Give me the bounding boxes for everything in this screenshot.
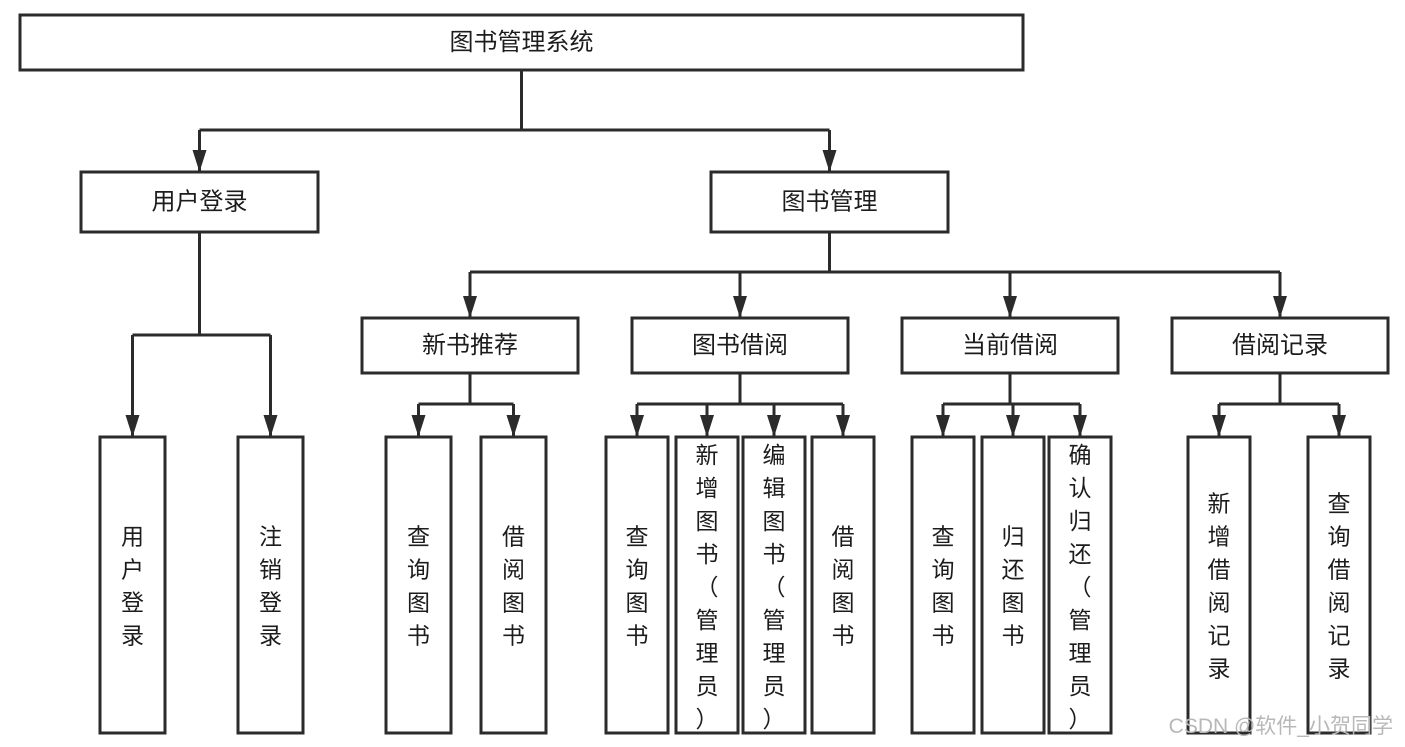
node-leaf-logout-login[interactable]: 注销登录 (236, 435, 305, 735)
arrow-head-leaf-add-record (1212, 415, 1226, 437)
arrow-head-leaf-edit-book (767, 415, 781, 437)
node-box-leaf-add-book[interactable] (674, 435, 740, 735)
arrow-head-leaf-query-book-1 (411, 415, 426, 437)
watermark-label: CSDN @软件_小贺同学 (1169, 715, 1393, 738)
node-label-borrow-record: 借阅记录 (1232, 332, 1328, 359)
arrow-head-current-borrow (1003, 296, 1017, 318)
arrow-head-leaf-query-book-3 (936, 415, 950, 437)
node-label-leaf-add-record: 新增借阅记录 (1208, 491, 1231, 682)
node-current-borrow[interactable]: 当前借阅 (900, 316, 1120, 375)
node-box-leaf-query-book-2[interactable] (604, 435, 670, 735)
node-leaf-borrow-book-2[interactable]: 借阅图书 (810, 435, 876, 735)
node-root[interactable]: 图书管理系统 (18, 13, 1025, 72)
node-label-leaf-query-book-2: 查询图书 (626, 524, 649, 649)
node-leaf-return-book[interactable]: 归还图书 (980, 435, 1046, 735)
arrow-head-book-borrow (733, 296, 747, 318)
node-box-leaf-borrow-book-1[interactable] (479, 435, 548, 735)
node-box-new-book-recommend[interactable] (360, 316, 580, 375)
node-box-leaf-return-book[interactable] (980, 435, 1046, 735)
node-leaf-add-record[interactable]: 新增借阅记录 (1186, 435, 1252, 735)
node-label-leaf-edit-book: 编辑图书（管理员） (763, 442, 786, 732)
node-leaf-edit-book[interactable]: 编辑图书（管理员） (741, 435, 807, 735)
node-box-borrow-record[interactable] (1170, 316, 1390, 375)
arrow-head-user-login (192, 150, 207, 172)
node-leaf-query-record[interactable]: 查询借阅记录 (1306, 435, 1372, 735)
node-label-leaf-confirm-return: 确认归还（管理员） (1069, 442, 1092, 732)
node-label-leaf-query-book-1: 查询图书 (407, 524, 430, 649)
arrow-head-book-manage (822, 150, 837, 172)
node-label-leaf-borrow-book-1: 借阅图书 (502, 524, 525, 649)
node-book-borrow[interactable]: 图书借阅 (630, 316, 850, 375)
node-layer: 图书管理系统用户登录图书管理新书推荐图书借阅当前借阅借阅记录用户登录注销登录查询… (18, 13, 1390, 735)
arrow-head-leaf-logout-login (263, 415, 278, 437)
node-label-book-manage: 图书管理 (782, 188, 878, 215)
node-label-leaf-add-book: 新增图书（管理员） (696, 442, 719, 732)
node-label-leaf-borrow-book-2: 借阅图书 (832, 524, 855, 649)
arrow-head-borrow-record (1273, 296, 1287, 318)
node-label-book-borrow: 图书借阅 (692, 332, 788, 359)
arrow-head-leaf-borrow-book-1 (506, 415, 521, 437)
arrow-head-leaf-user-login (125, 415, 140, 437)
arrow-head-new-book-recommend (463, 296, 477, 318)
node-leaf-borrow-book-1[interactable]: 借阅图书 (479, 435, 548, 735)
node-leaf-query-book-3[interactable]: 查询图书 (910, 435, 976, 735)
node-box-leaf-add-record[interactable] (1186, 435, 1252, 735)
arrow-head-leaf-add-book (700, 415, 714, 437)
arrow-head-leaf-borrow-book-2 (836, 415, 850, 437)
node-box-leaf-query-record[interactable] (1306, 435, 1372, 735)
node-label-leaf-query-book-3: 查询图书 (932, 524, 955, 649)
node-box-leaf-confirm-return[interactable] (1047, 435, 1113, 735)
node-label-leaf-user-login: 用户登录 (121, 524, 144, 649)
node-box-current-borrow[interactable] (900, 316, 1120, 375)
node-label-root: 图书管理系统 (450, 29, 594, 56)
connector-layer (125, 70, 1346, 437)
node-box-leaf-query-book-1[interactable] (384, 435, 453, 735)
node-box-book-borrow[interactable] (630, 316, 850, 375)
node-box-leaf-logout-login[interactable] (236, 435, 305, 735)
node-label-leaf-return-book: 归还图书 (1002, 524, 1025, 649)
node-leaf-query-book-2[interactable]: 查询图书 (604, 435, 670, 735)
node-label-new-book-recommend: 新书推荐 (422, 332, 518, 359)
node-label-user-login: 用户登录 (152, 188, 248, 215)
node-book-manage[interactable]: 图书管理 (709, 170, 950, 234)
node-borrow-record[interactable]: 借阅记录 (1170, 316, 1390, 375)
node-label-leaf-query-record: 查询借阅记录 (1328, 491, 1351, 682)
arrow-head-leaf-query-book-2 (630, 415, 644, 437)
node-box-user-login[interactable] (79, 170, 320, 234)
arrow-head-leaf-confirm-return (1073, 415, 1087, 437)
node-box-root[interactable] (18, 13, 1025, 72)
node-box-leaf-user-login[interactable] (98, 435, 167, 735)
node-user-login[interactable]: 用户登录 (79, 170, 320, 234)
node-leaf-user-login[interactable]: 用户登录 (98, 435, 167, 735)
node-leaf-query-book-1[interactable]: 查询图书 (384, 435, 453, 735)
node-box-leaf-edit-book[interactable] (741, 435, 807, 735)
node-new-book-recommend[interactable]: 新书推荐 (360, 316, 580, 375)
node-leaf-confirm-return[interactable]: 确认归还（管理员） (1047, 435, 1113, 735)
node-box-leaf-query-book-3[interactable] (910, 435, 976, 735)
node-box-book-manage[interactable] (709, 170, 950, 234)
arrow-head-leaf-query-record (1332, 415, 1346, 437)
node-box-leaf-borrow-book-2[interactable] (810, 435, 876, 735)
node-label-leaf-logout-login: 注销登录 (259, 524, 282, 649)
node-label-current-borrow: 当前借阅 (962, 332, 1058, 359)
node-leaf-add-book[interactable]: 新增图书（管理员） (674, 435, 740, 735)
arrow-head-leaf-return-book (1006, 415, 1020, 437)
